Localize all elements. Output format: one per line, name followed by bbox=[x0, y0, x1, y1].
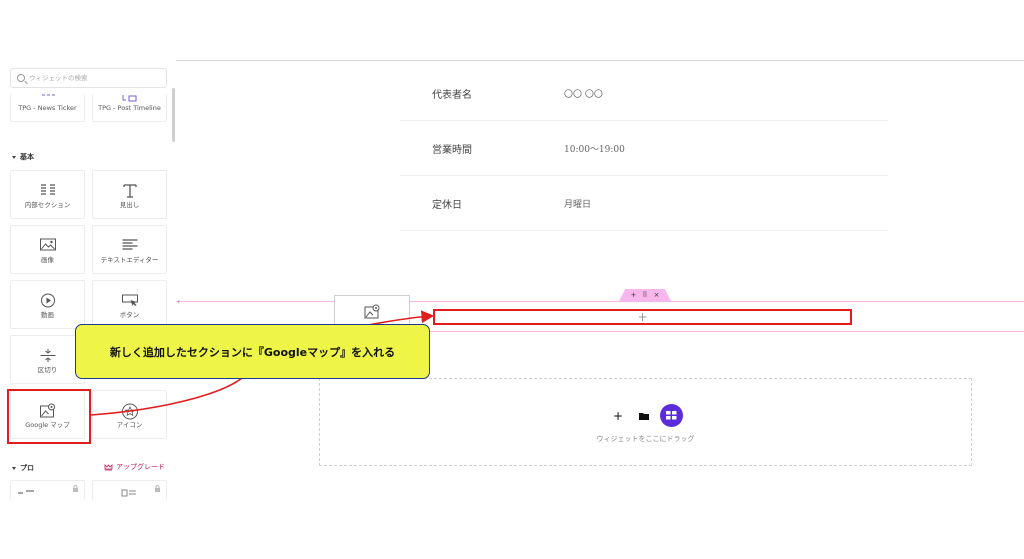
add-section-button[interactable]: + bbox=[630, 291, 637, 299]
add-widget-plus-icon[interactable]: + bbox=[637, 310, 648, 324]
info-label: 営業時間 bbox=[432, 145, 472, 156]
category-pro[interactable]: プロ bbox=[12, 463, 34, 473]
widget-tile-video[interactable]: 動画 bbox=[10, 280, 85, 329]
add-section-plus-button[interactable]: + bbox=[608, 405, 628, 426]
drag-section-handle[interactable]: ⠿ bbox=[642, 291, 648, 299]
text-editor-icon bbox=[122, 239, 137, 250]
caret-down-icon bbox=[12, 155, 16, 159]
widget-tile-label: 見出し bbox=[119, 201, 140, 209]
info-row: 定休日 月曜日 bbox=[400, 176, 888, 231]
widget-tile-label: TPG - Post Timeline bbox=[98, 104, 161, 112]
panel-collapse-arrow[interactable]: ‹ bbox=[177, 297, 181, 306]
ticker-icon bbox=[41, 94, 55, 96]
widget-tile-label: 動画 bbox=[41, 311, 54, 319]
crown-icon bbox=[104, 463, 113, 470]
widget-tile-image[interactable]: 画像 bbox=[10, 225, 85, 274]
new-section-column[interactable]: + bbox=[433, 309, 852, 325]
section-border-top bbox=[176, 301, 1024, 302]
folder-icon bbox=[639, 412, 649, 420]
category-pro-label: プロ bbox=[20, 464, 34, 472]
drop-zone-buttons: + bbox=[608, 404, 683, 427]
callout-text: 新しく追加したセクションに『Googleマップ』を入れる bbox=[109, 345, 396, 359]
widget-tile-label: 区切り bbox=[37, 366, 58, 374]
image-icon bbox=[39, 238, 56, 251]
google-map-highlight bbox=[7, 389, 91, 444]
info-label: 代表者名 bbox=[432, 90, 472, 101]
search-icon bbox=[17, 74, 25, 82]
dragged-map-widget[interactable] bbox=[334, 295, 410, 325]
widget-tile-text-editor[interactable]: テキストエディター bbox=[92, 225, 167, 274]
company-info-table: 代表者名 〇〇 〇〇 営業時間 10:00～19:00 定休日 月曜日 bbox=[400, 66, 888, 231]
widget-tile-icon[interactable]: アイコン bbox=[92, 390, 167, 439]
heading-icon bbox=[122, 184, 137, 198]
button-icon bbox=[121, 294, 138, 306]
widget-tile-heading[interactable]: 見出し bbox=[92, 170, 167, 219]
widget-tile-pro-1[interactable] bbox=[10, 480, 85, 500]
widget-tile-button[interactable]: ボタン bbox=[92, 280, 167, 329]
instruction-callout: 新しく追加したセクションに『Googleマップ』を入れる bbox=[75, 324, 430, 379]
drop-zone-text: ウィジェットをここにドラッグ bbox=[596, 435, 695, 443]
widget-tile-label: アイコン bbox=[116, 421, 143, 429]
widget-tile-label: 内部セクション bbox=[24, 201, 71, 209]
lock-icon bbox=[155, 485, 160, 492]
info-row: 代表者名 〇〇 〇〇 bbox=[400, 66, 888, 121]
info-value: 〇〇 〇〇 bbox=[564, 90, 603, 100]
widget-drop-zone[interactable]: + ウィジェットをここにドラッグ bbox=[319, 378, 972, 466]
widget-tile-post-timeline[interactable]: TPG - Post Timeline bbox=[92, 94, 167, 122]
divider-icon bbox=[40, 349, 55, 362]
category-basic-label: 基本 bbox=[20, 153, 34, 161]
star-icon bbox=[121, 403, 138, 420]
widget-tile-divider[interactable]: 区切り bbox=[10, 335, 85, 384]
section-handle[interactable]: + ⠿ × bbox=[619, 289, 671, 301]
template-folder-button[interactable] bbox=[634, 405, 654, 426]
widget-tile-label: ボタン bbox=[119, 311, 140, 319]
widget-tile-inner-section[interactable]: 内部セクション bbox=[10, 170, 85, 219]
widget-tile-label: TPG - News Ticker bbox=[18, 104, 77, 112]
canvas-top-border bbox=[176, 60, 1024, 61]
info-value: 月曜日 bbox=[564, 200, 592, 210]
widget-tile-news-ticker[interactable]: TPG - News Ticker bbox=[10, 94, 85, 122]
pro-widget-icon bbox=[121, 489, 136, 497]
map-icon bbox=[364, 304, 379, 319]
widget-tile-label: テキストエディター bbox=[100, 256, 159, 264]
widget-search[interactable] bbox=[10, 68, 167, 88]
video-icon bbox=[40, 293, 55, 308]
upgrade-link[interactable]: アップグレード bbox=[104, 462, 165, 472]
columns-icon bbox=[40, 184, 55, 195]
widget-tile-label: 画像 bbox=[41, 256, 54, 264]
timeline-icon bbox=[122, 95, 136, 102]
lock-icon bbox=[73, 485, 78, 492]
info-value: 10:00～19:00 bbox=[564, 145, 625, 155]
grid-icon bbox=[666, 411, 677, 420]
section-border-bottom bbox=[176, 331, 1024, 332]
info-label: 定休日 bbox=[432, 200, 462, 211]
panel-scrollbar[interactable] bbox=[172, 88, 175, 142]
widget-tile-google-map[interactable]: Google マップ bbox=[10, 390, 85, 439]
info-row: 営業時間 10:00～19:00 bbox=[400, 121, 888, 176]
pro-widget-icon bbox=[18, 490, 34, 494]
delete-section-button[interactable]: × bbox=[653, 291, 660, 299]
widget-search-input[interactable] bbox=[29, 74, 159, 82]
widget-tile-label: Google マップ bbox=[25, 421, 70, 429]
caret-down-icon bbox=[12, 466, 16, 470]
templates-kit-button[interactable] bbox=[660, 404, 683, 427]
category-basic[interactable]: 基本 bbox=[12, 152, 34, 162]
upgrade-label: アップグレード bbox=[116, 463, 165, 471]
map-icon bbox=[39, 403, 55, 418]
widget-panel: TPG - News Ticker TPG - Post Timeline 基本… bbox=[0, 60, 176, 500]
widget-tile-pro-2[interactable] bbox=[92, 480, 167, 500]
